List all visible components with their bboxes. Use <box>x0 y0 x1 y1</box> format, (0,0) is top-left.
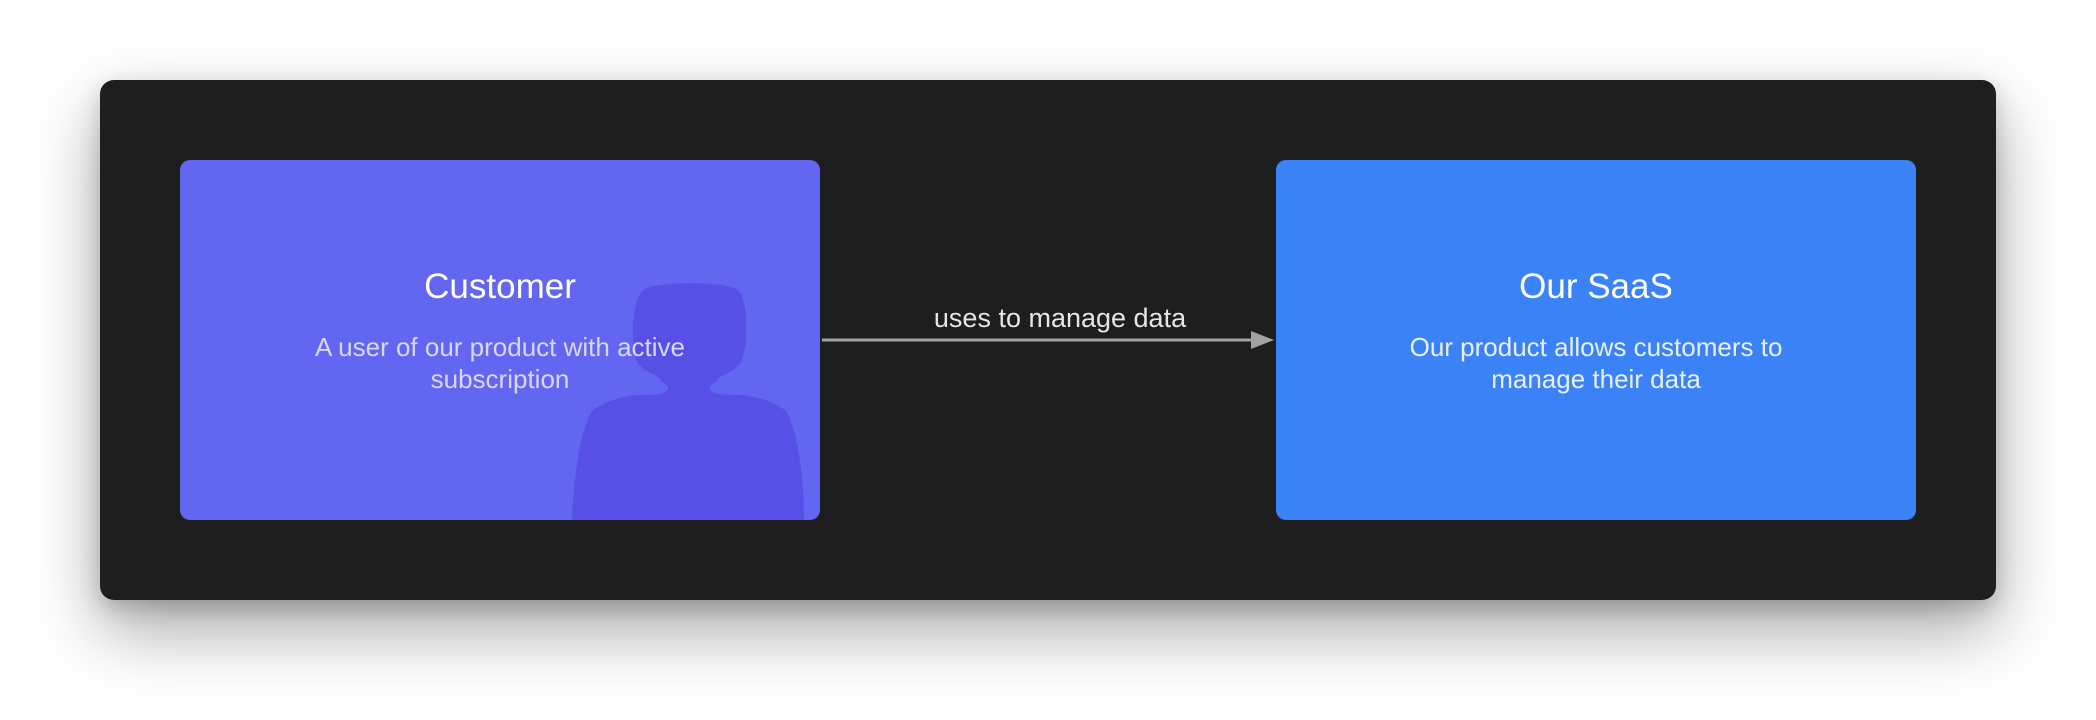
customer-node-text: Customer A user of our product with acti… <box>180 160 820 520</box>
diagram-canvas: Customer A user of our product with acti… <box>100 80 1996 600</box>
saas-title: Our SaaS <box>1519 267 1673 306</box>
customer-node[interactable]: Customer A user of our product with acti… <box>180 160 820 520</box>
saas-node-text: Our SaaS Our product allows customers to… <box>1276 160 1916 520</box>
person-icon <box>572 283 804 520</box>
person-icon-shape <box>572 283 804 520</box>
saas-description: Our product allows customers to manage t… <box>1409 332 1783 394</box>
edge-label: uses to manage data <box>933 303 1187 333</box>
arrowhead-icon <box>1251 331 1274 349</box>
customer-description: A user of our product with active subscr… <box>315 332 685 394</box>
saas-node[interactable]: Our SaaS Our product allows customers to… <box>1276 160 1916 520</box>
customer-title: Customer <box>424 267 576 306</box>
